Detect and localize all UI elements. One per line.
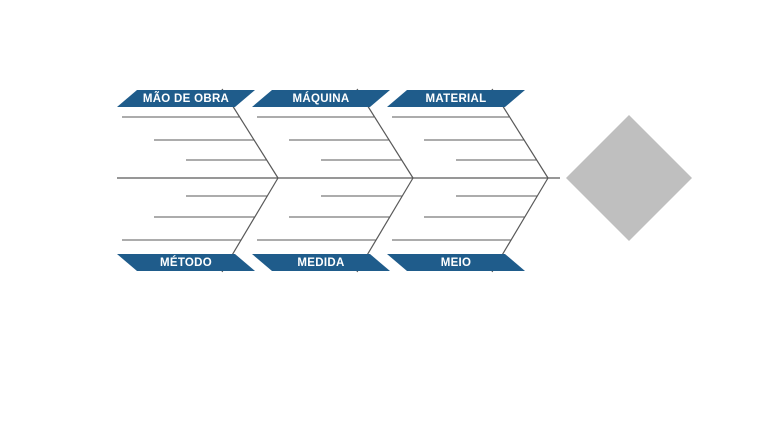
fish-head-diamond [566,115,692,241]
category-banner-shape [252,254,390,271]
category-label: MÁQUINA [292,92,349,105]
category-banner-shape [387,90,525,107]
category-bottom-2[interactable]: MEIO [387,254,525,271]
category-label: MÃO DE OBRA [143,92,229,105]
category-banner-shape [252,90,390,107]
category-label: MEDIDA [297,257,344,269]
category-banner-shape [117,90,255,107]
category-banner-shape [387,254,525,271]
category-top-2[interactable]: MATERIAL [387,90,525,107]
category-label: MATERIAL [426,93,487,105]
category-banner-shape [117,254,255,271]
category-top-1[interactable]: MÁQUINA [252,90,390,107]
category-label: MÉTODO [160,256,212,269]
category-top-0[interactable]: MÃO DE OBRA [117,90,255,107]
category-bottom-1[interactable]: MEDIDA [252,254,390,271]
category-label: MEIO [441,257,472,269]
category-bottom-0[interactable]: MÉTODO [117,254,255,271]
